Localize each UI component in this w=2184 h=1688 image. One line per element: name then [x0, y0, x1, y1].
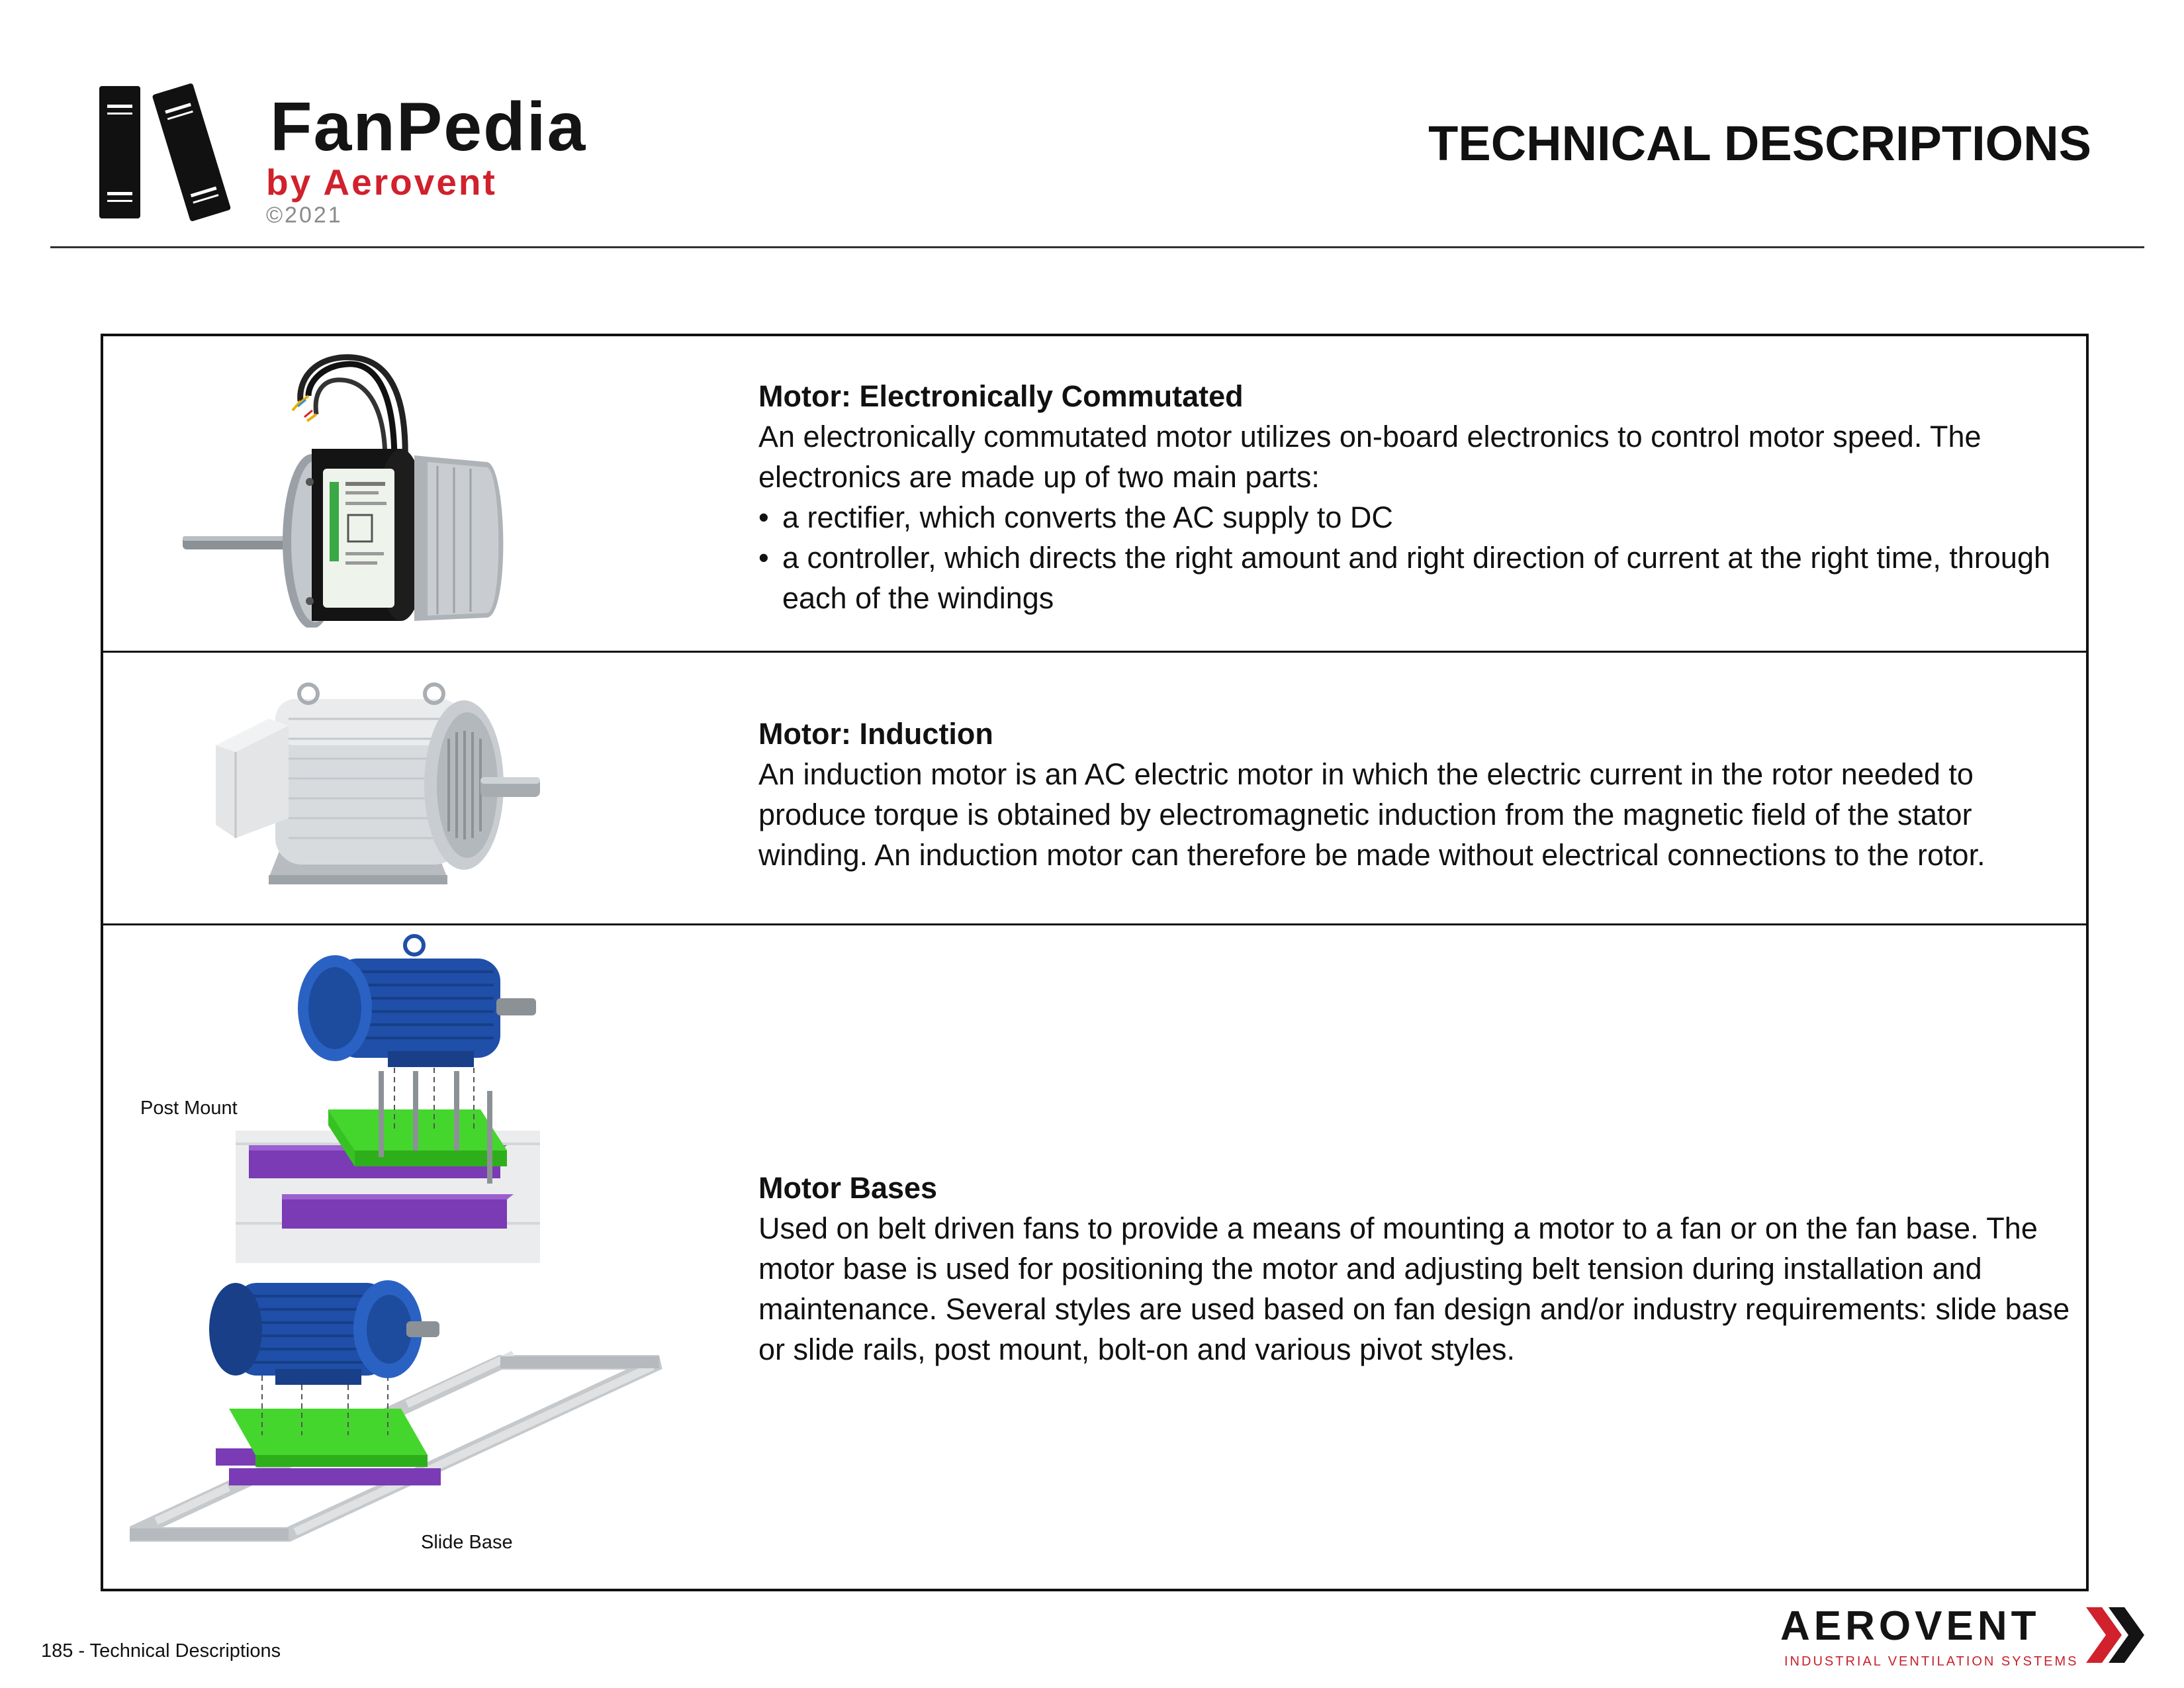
chevron-right-icon	[2086, 1607, 2144, 1663]
row-description: Motor: Induction An induction motor is a…	[758, 714, 2070, 875]
page-title: TECHNICAL DESCRIPTIONS	[1428, 116, 2091, 171]
brand-tagline: INDUSTRIAL VENTILATION SYSTEMS	[1784, 1654, 2079, 1669]
descriptions-table: Motor: Electronically Commutated An elec…	[101, 334, 2089, 1591]
post-mount-illustration-icon	[236, 934, 540, 1263]
row-title: Motor: Electronically Commutated	[758, 379, 1244, 413]
row-body: An electronically commutated motor utili…	[758, 420, 1981, 494]
bullet-list: • a rectifier, which converts the AC sup…	[758, 497, 2070, 618]
fanpedia-logo: FanPedia by Aerovent ©2021	[93, 74, 688, 233]
list-item: • a controller, which directs the right …	[758, 538, 2070, 618]
induction-motor-illustration-icon	[216, 682, 540, 884]
aerovent-logo: AEROVENT INDUSTRIAL VENTILATION SYSTEMS	[1780, 1602, 2151, 1675]
header-divider	[50, 246, 2144, 248]
table-row: Motor: Induction An induction motor is a…	[103, 653, 2086, 925]
table-row: Motor: Electronically Commutated An elec…	[103, 336, 2086, 653]
slide-base-label: Slide Base	[421, 1532, 513, 1553]
row-body: An induction motor is an AC electric mot…	[758, 757, 1985, 872]
logo-byline: by Aerovent	[266, 162, 497, 203]
brand-name: AEROVENT	[1780, 1603, 2040, 1649]
table-row: Post Mount Slide Base Motor Bases Used o…	[103, 925, 2086, 1591]
list-item: • a rectifier, which converts the AC sup…	[758, 497, 2070, 538]
ec-motor-illustration-icon	[183, 354, 504, 628]
bullet-glyph: •	[758, 541, 769, 575]
row-title: Motor: Induction	[758, 717, 993, 751]
list-item-text: a controller, which directs the right am…	[782, 541, 2050, 615]
logo-name: FanPedia	[270, 89, 587, 165]
row-body: Used on belt driven fans to provide a me…	[758, 1211, 2070, 1366]
logo-copyright: ©2021	[266, 203, 343, 228]
row-description: Motor: Electronically Commutated An elec…	[758, 376, 2070, 618]
page-number-label: 185 - Technical Descriptions	[41, 1640, 281, 1662]
row-description: Motor Bases Used on belt driven fans to …	[758, 1168, 2070, 1370]
slide-base-illustration-icon	[130, 1280, 662, 1542]
bullet-glyph: •	[758, 500, 769, 534]
books-icon	[99, 83, 231, 222]
post-mount-label: Post Mount	[140, 1098, 238, 1119]
list-item-text: a rectifier, which converts the AC suppl…	[782, 500, 1393, 534]
row-title: Motor Bases	[758, 1171, 938, 1205]
